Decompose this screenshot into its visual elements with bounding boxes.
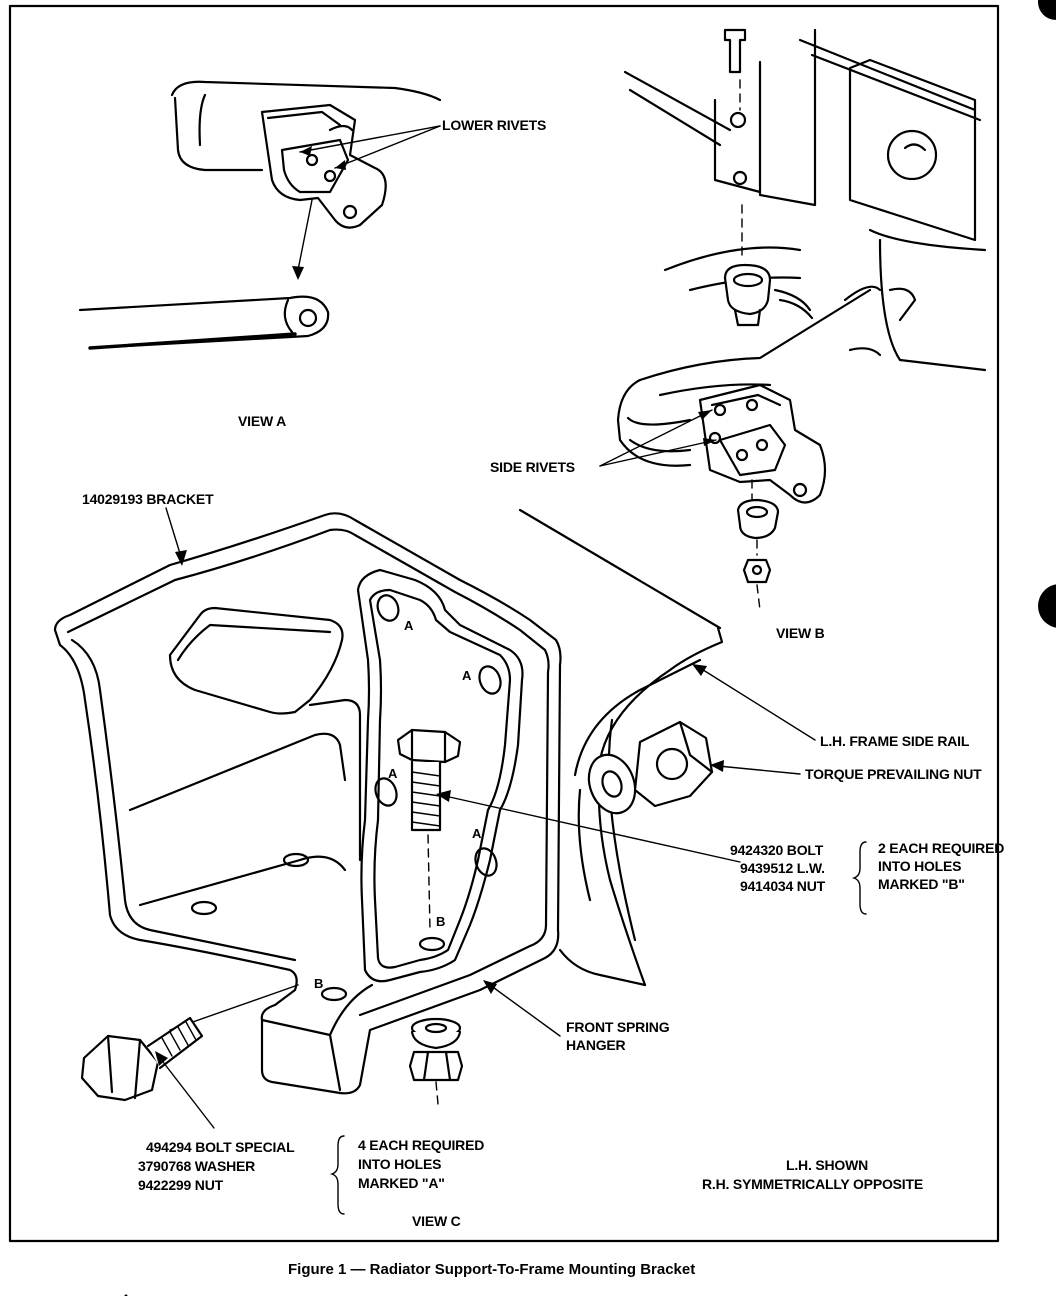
front-spring-hanger-label-1: FRONT SPRING	[566, 1019, 670, 1035]
binder-hole-middle	[1038, 584, 1056, 628]
bolt-b-note-1: 2 EACH REQUIRED	[878, 840, 1004, 856]
figure-border	[8, 4, 1000, 1243]
hole-mark-a-3: A	[388, 766, 398, 781]
figure-caption: Figure 1 — Radiator Support-To-Frame Mou…	[288, 1261, 695, 1278]
front-spring-hanger-label-2: HANGER	[566, 1037, 626, 1053]
hole-mark-b-1: B	[436, 914, 445, 929]
bolt-a-note-2: INTO HOLES	[358, 1156, 441, 1172]
binder-hole-top	[1038, 0, 1056, 20]
hole-mark-a-4: A	[472, 826, 482, 841]
brace-a	[329, 1135, 345, 1215]
bolt-a-note-1: 4 EACH REQUIRED	[358, 1137, 484, 1153]
bolt-b-note-3: MARKED "B"	[878, 876, 965, 892]
lh-shown-label: L.H. SHOWN	[786, 1157, 868, 1173]
side-rivets-label: SIDE RIVETS	[490, 459, 575, 475]
view-c-title: VIEW C	[412, 1213, 461, 1229]
bolt-b-part-2: 9439512 L.W.	[740, 860, 825, 876]
hole-mark-a-2: A	[462, 668, 472, 683]
frame-side-rail-label: L.H. FRAME SIDE RAIL	[820, 733, 970, 749]
view-b-title: VIEW B	[776, 625, 825, 641]
view-a-illustration	[78, 80, 442, 350]
torque-nut-label: TORQUE PREVAILING NUT	[805, 766, 982, 782]
bolt-a-note-3: MARKED "A"	[358, 1175, 445, 1191]
lower-rivets-label: LOWER RIVETS	[442, 117, 546, 133]
bolt-a-part-2: 3790768 WASHER	[138, 1158, 255, 1174]
side-rivets-leaders	[599, 409, 717, 467]
view-c-leaders	[155, 507, 816, 1129]
view-c-illustration	[53, 508, 724, 1105]
hole-mark-b-2: B	[314, 976, 323, 991]
rh-symmetric-label: R.H. SYMMETRICALLY OPPOSITE	[702, 1176, 923, 1192]
bolt-a-part-3: 9422299 NUT	[138, 1177, 224, 1193]
brace-b	[851, 841, 867, 915]
bracket-label: 14029193 BRACKET	[82, 491, 214, 507]
view-a-title: VIEW A	[238, 413, 286, 429]
bolt-b-part-3: 9414034 NUT	[740, 878, 826, 894]
lower-rivets-leaders	[299, 125, 441, 170]
hole-mark-a-1: A	[404, 618, 414, 633]
bolt-b-note-2: INTO HOLES	[878, 858, 961, 874]
view-b-illustration	[616, 28, 987, 611]
bolt-b-part-1: 9424320 BOLT	[730, 842, 824, 858]
bolt-a-part-1: 494294 BOLT SPECIAL	[146, 1139, 295, 1155]
